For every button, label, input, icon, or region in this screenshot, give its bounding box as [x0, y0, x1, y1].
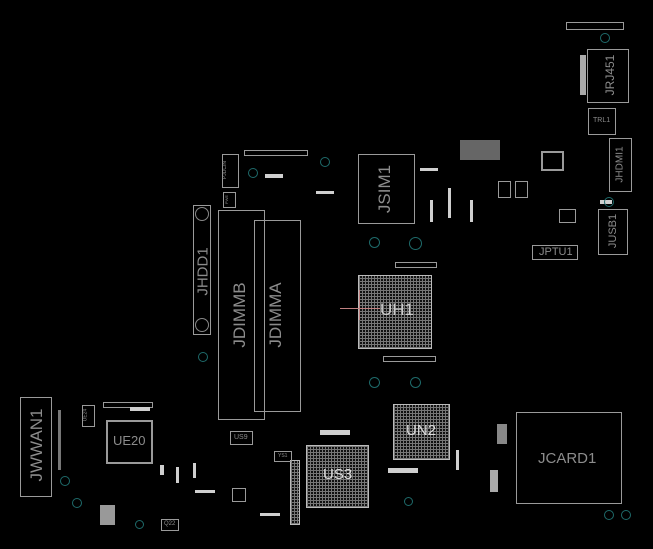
mounting-hole	[320, 157, 330, 167]
us9-chip[interactable]	[230, 431, 253, 445]
mounting-hole	[72, 498, 82, 508]
mounting-hole	[604, 197, 614, 207]
pcb-component	[559, 209, 576, 223]
jdimmb-label: JDIMMB	[230, 282, 249, 348]
jsim1-label: JSIM1	[375, 164, 394, 214]
pcb-component	[223, 192, 236, 208]
jcard1-slot[interactable]	[516, 412, 622, 504]
q22-label: Q22	[164, 521, 176, 527]
pcb-component	[430, 200, 433, 222]
us3-label: US3	[323, 466, 353, 483]
jdimma-slot[interactable]	[254, 220, 301, 412]
ue24-chip[interactable]	[82, 405, 95, 427]
pcb-component	[193, 463, 196, 478]
pcb-component	[244, 150, 308, 156]
us3-chip[interactable]	[306, 445, 369, 508]
pcb-component	[260, 513, 280, 516]
pcb-component	[515, 181, 528, 198]
pcb-component	[320, 430, 350, 435]
trl1-label: TRL1	[593, 117, 611, 124]
pcb-component	[340, 308, 380, 309]
pjdcin-connector[interactable]	[222, 154, 239, 188]
pcb-component	[566, 22, 624, 30]
pcb-component	[498, 181, 511, 198]
pcb-component	[103, 402, 153, 408]
un2-chip[interactable]	[393, 404, 450, 460]
pcb-component	[359, 290, 360, 320]
mounting-hole	[409, 237, 422, 250]
pcb-component	[160, 465, 164, 475]
mounting-hole	[195, 207, 209, 221]
pcb-component	[541, 151, 564, 171]
jhdmi1-connector[interactable]	[609, 138, 632, 192]
jhdd1-connector[interactable]	[193, 205, 211, 335]
pcb-component	[490, 470, 498, 492]
pcb-component	[290, 460, 300, 525]
us9-label: US9	[234, 434, 248, 441]
q22-chip[interactable]	[161, 519, 179, 531]
pwe-label: PWE	[224, 194, 230, 205]
un2-label: UN2	[406, 422, 437, 439]
pcb-component	[58, 410, 61, 470]
uh1-label: UH1	[380, 300, 415, 319]
jhdmi1-label: JHDMI1	[614, 146, 626, 183]
trl1-transformer[interactable]	[588, 108, 616, 135]
pcb-component	[195, 490, 215, 493]
mounting-hole	[600, 33, 610, 43]
jrj451-connector[interactable]	[587, 49, 629, 103]
jusb1-connector[interactable]	[598, 209, 628, 255]
pcb-component	[580, 55, 586, 95]
pcb-component	[456, 450, 459, 470]
pcb-component	[383, 356, 436, 362]
jusb1-label: JUSB1	[607, 213, 619, 249]
ue20-chip[interactable]	[106, 420, 153, 464]
pcb-component	[448, 188, 451, 218]
mounting-hole	[369, 237, 380, 248]
mounting-hole	[195, 318, 209, 332]
pcb-component	[265, 174, 283, 178]
pcb-component	[130, 407, 150, 411]
mounting-hole	[135, 520, 144, 529]
jwwan1-label: JWWAN1	[27, 408, 46, 482]
mounting-hole	[60, 476, 70, 486]
jdimma-label: JDIMMA	[266, 282, 285, 348]
pcb-component	[470, 200, 473, 222]
pjdcin-label: PJDCIN	[222, 160, 229, 180]
mounting-hole	[198, 352, 208, 362]
pcb-component	[460, 140, 500, 160]
jsim1-slot[interactable]	[358, 154, 415, 224]
jwwan1-connector[interactable]	[20, 397, 52, 497]
pcb-component	[176, 467, 179, 483]
pcb-component	[232, 488, 246, 502]
pcb-component	[497, 424, 507, 444]
pcb-component	[420, 168, 438, 171]
jhdd1-label: JHDD1	[194, 247, 212, 296]
mounting-hole	[369, 377, 380, 388]
mounting-hole	[404, 497, 413, 506]
mounting-hole	[248, 168, 258, 178]
ue24-label: UE24	[82, 408, 89, 422]
mounting-hole	[621, 510, 631, 520]
pcb-component	[316, 191, 334, 194]
jptu1-connector[interactable]	[532, 245, 578, 260]
jdimmb-slot[interactable]	[218, 210, 265, 420]
ys1-crystal[interactable]	[274, 451, 292, 462]
pcb-component	[388, 468, 418, 473]
jcard1-label: JCARD1	[538, 450, 597, 467]
jrj451-label: JRJ451	[603, 54, 617, 96]
pcb-component	[395, 262, 437, 268]
uh1-cpu[interactable]	[358, 275, 432, 349]
jptu1-label: JPTU1	[539, 246, 573, 258]
ys1-label: YS1	[278, 453, 288, 459]
mounting-hole	[604, 510, 614, 520]
mounting-hole	[410, 377, 421, 388]
pcb-component	[100, 505, 115, 525]
ue20-label: UE20	[113, 433, 146, 448]
